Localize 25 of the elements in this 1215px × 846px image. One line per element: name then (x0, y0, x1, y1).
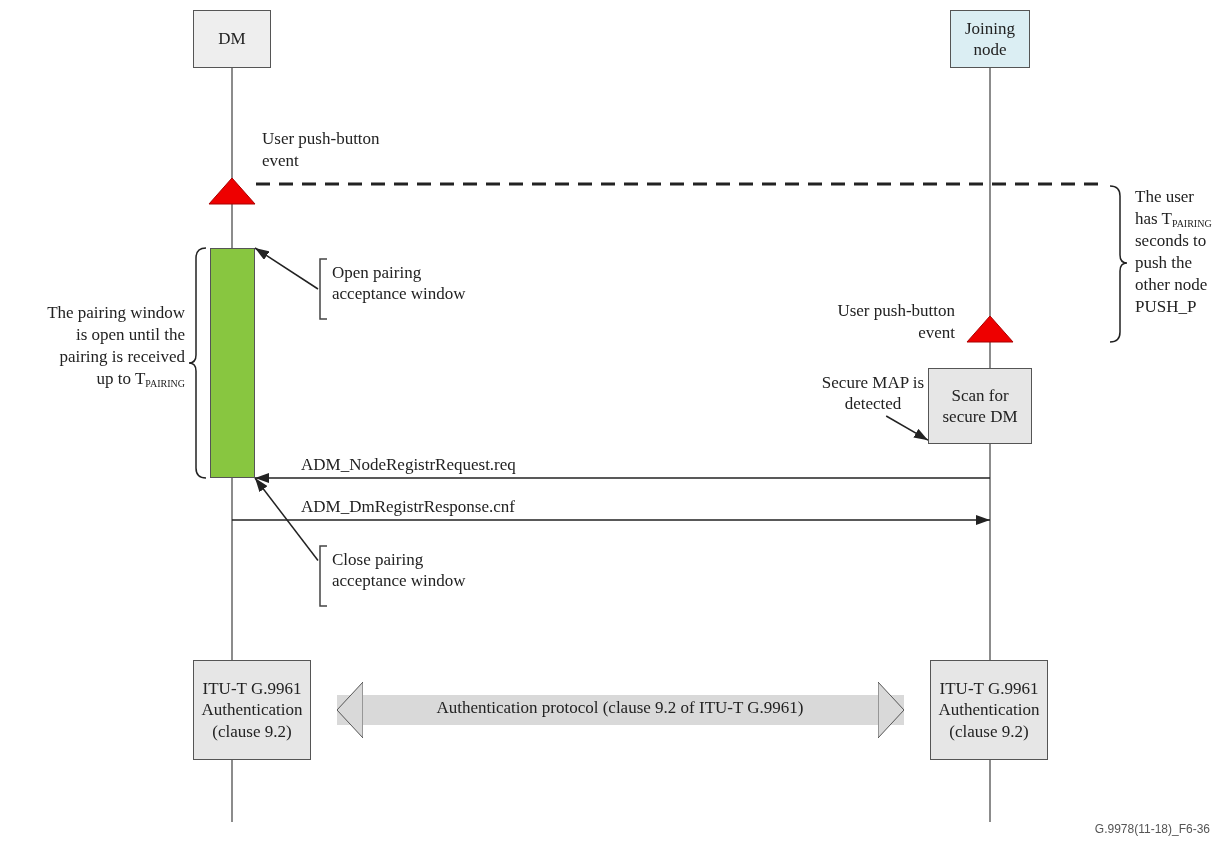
process-box: ITU-T G.9961 Authentication (clause 9.2) (930, 660, 1048, 760)
figure-id: G.9978(11-18)_F6-36 (1093, 822, 1210, 838)
message-arrow (254, 473, 991, 483)
leader-line (254, 477, 319, 562)
event-triangle (966, 315, 1014, 343)
activation-bar (210, 248, 255, 478)
edge-label: ADM_DmRegistrResponse.cnf (298, 497, 518, 518)
event-label: User push-button event (262, 128, 381, 173)
leader-line (254, 247, 319, 290)
process-box: Scan for secure DM (928, 368, 1032, 444)
annotation-text: The user has T$_{PAIRING}$ seconds to push the other node PUSH_P (1135, 186, 1213, 319)
callout-text: Close pairing acceptance window (332, 549, 467, 592)
callout-text: Open pairing acceptance window (332, 262, 467, 305)
leader-line (885, 415, 929, 441)
message-arrow (231, 515, 991, 525)
lifeline-header-box: DM (193, 10, 271, 68)
process-box: ITU-T G.9961 Authentication (clause 9.2) (193, 660, 311, 760)
double-block-arrow (336, 681, 905, 739)
event-triangle (208, 177, 256, 205)
annotation-text: The pairing window is open until the pairing is received up to T$_{PAIRING}$ (46, 302, 185, 391)
edge-label: ADM_NodeRegistrRequest.req (298, 455, 519, 476)
lifeline-header-box: Joining node (950, 10, 1030, 68)
annotation-text: Secure MAP is detected (818, 372, 928, 415)
dashed-line (256, 182, 1100, 186)
event-label: User push-button event (836, 300, 955, 345)
